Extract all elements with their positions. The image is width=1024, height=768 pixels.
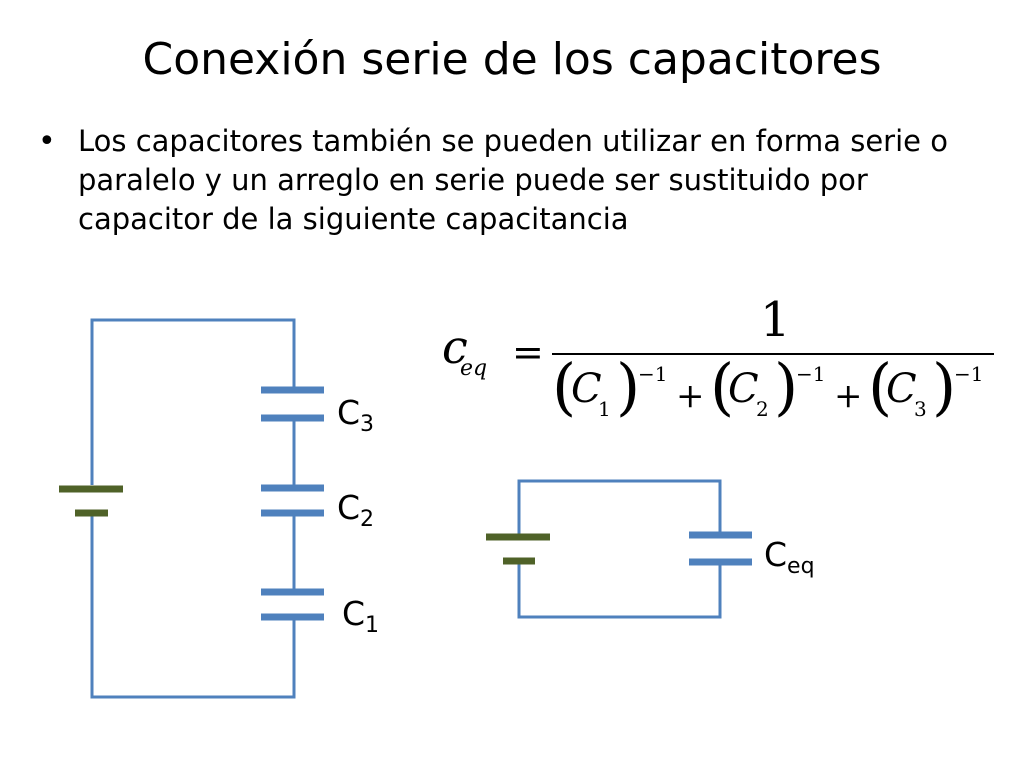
label-c2: C2 (337, 488, 374, 531)
series-circuit (59, 318, 324, 699)
label-ceq-sub: eq (787, 554, 815, 579)
term1-exponent: −1 (638, 362, 668, 386)
term3-symbol: C (886, 366, 917, 412)
term1-symbol: C (571, 366, 602, 412)
capacitor-c1-symbol (261, 588, 324, 621)
equivalent-wire-top (517, 479, 722, 537)
capacitor-ceq-symbol (689, 531, 752, 566)
term2-index: 2 (756, 397, 769, 421)
capacitor-c3-symbol (261, 386, 324, 422)
label-c2-sub: 2 (360, 507, 375, 532)
label-c1-base: C (342, 594, 366, 633)
equivalent-battery-symbol (486, 533, 550, 565)
term2-exponent: −1 (796, 362, 826, 386)
label-c1-sub: 1 (365, 613, 380, 638)
label-c3: C3 (337, 393, 374, 436)
term3-index: 3 (914, 397, 927, 421)
bullet-dot: • (38, 124, 56, 159)
formula-equals: = (512, 330, 544, 374)
formula-lhs-symbol: c (442, 320, 468, 374)
term3-left-paren: ( (868, 350, 893, 423)
term1-right-paren: ) (616, 350, 641, 423)
bullet-text: Los capacitores también se pueden utiliz… (78, 124, 948, 236)
label-c1: C1 (342, 594, 379, 637)
label-ceq: Ceq (764, 535, 815, 578)
formula-fraction-bar (552, 353, 994, 355)
formula-lhs-subscript: eq (460, 356, 488, 381)
term2-right-paren: ) (774, 350, 799, 423)
label-c2-base: C (337, 488, 361, 527)
series-wire-top (90, 318, 296, 485)
bullet-item: • Los capacitores también se pueden util… (38, 122, 968, 239)
formula-plus-2: + (834, 376, 863, 416)
term2-left-paren: ( (710, 350, 735, 423)
capacitor-c2-symbol (261, 484, 324, 517)
formula-numerator: 1 (760, 292, 791, 348)
term2-symbol: C (728, 366, 759, 412)
term3-exponent: −1 (954, 362, 984, 386)
equivalent-wire-bottom (517, 561, 722, 619)
battery-symbol (59, 485, 123, 517)
equivalent-circuit (486, 479, 752, 619)
term1-left-paren: ( (552, 350, 577, 423)
formula-plus-1: + (676, 376, 705, 416)
label-c3-base: C (337, 393, 361, 432)
label-c3-sub: 3 (360, 412, 375, 437)
slide-title: Conexión serie de los capacitores (142, 34, 882, 85)
term3-right-paren: ) (932, 350, 957, 423)
term1-index: 1 (598, 397, 611, 421)
label-ceq-base: C (764, 535, 788, 574)
series-wire-bottom (90, 513, 296, 699)
